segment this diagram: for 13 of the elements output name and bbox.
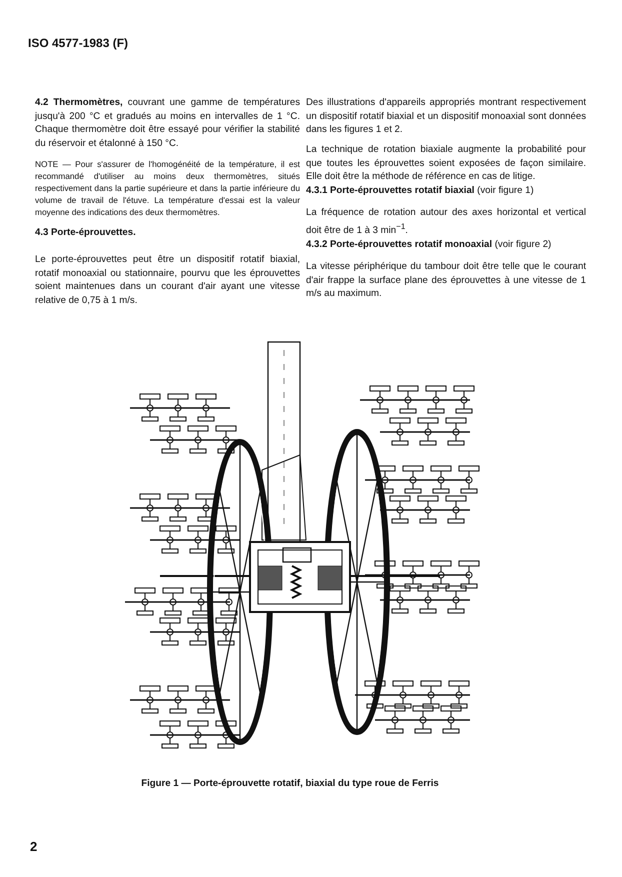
note-paragraph: NOTE — Pour s'assurer de l'homogénéité de la température, il est recommandé d'utiliser au moins deux thermomètres, situés respectivement dans la partie supérieure et dans la partie inférieure du volume de travail de l'étuve. La température d'essai est la valeur moyenne des indications des deux thermomètres. <box>35 158 300 218</box>
paragraph: Des illustrations d'appareils appropriés montrant respectivement un dispositif rotatif biaxial et un dispositif monoaxial sont données dans les figures 1 et 2. <box>306 96 586 136</box>
paragraph: La technique de rotation biaxiale augmente la probabilité pour que toutes les éprouvettes soient exposées de façon similaire. Elle doit être la méthode de référence en cas de litige. <box>306 143 586 184</box>
figure-caption: Figure 1 — Porte-éprouvette rotatif, biaxial du type roue de Ferris <box>140 777 440 790</box>
page-header: ISO 4577-1983 (F) <box>28 37 130 50</box>
paragraph: La fréquence de rotation autour des axes horizontal et vertical doit être de 1 à 3 min$^{−1}$. <box>306 206 586 238</box>
paragraph: 4.2 Thermomètres, couvrant une gamme de températures jusqu'à 200 °C et gradués au moins en intervalles de 1 °C. Chaque thermomètre doit être essayé pour vérifier la stabilité du réservoir et étalonné à 150 °C. <box>35 96 300 150</box>
paragraph: Le porte-éprouvettes peut être un dispositif rotatif biaxial, rotatif monoaxial ou stationnaire, pourvu que les éprouvettes soient maintenues dans un courant d'air ayant une vitesse relative de 0,75 à 1 m/s. <box>35 253 300 307</box>
section-heading: 4.3.1 Porte-éprouvettes rotatif biaxial (voir figure 1) <box>306 184 535 198</box>
paragraph: La vitesse périphérique du tambour doit être telle que le courant d'air frappe la surface plane des éprouvettes à une vitesse de 1 m/s au maximum. <box>306 260 586 300</box>
page-number: 2 <box>30 840 38 854</box>
section-heading: 4.3 Porte-éprouvettes. <box>35 226 137 240</box>
section-heading: 4.3.2 Porte-éprouvettes rotatif monoaxial (voir figure 2) <box>306 238 552 252</box>
